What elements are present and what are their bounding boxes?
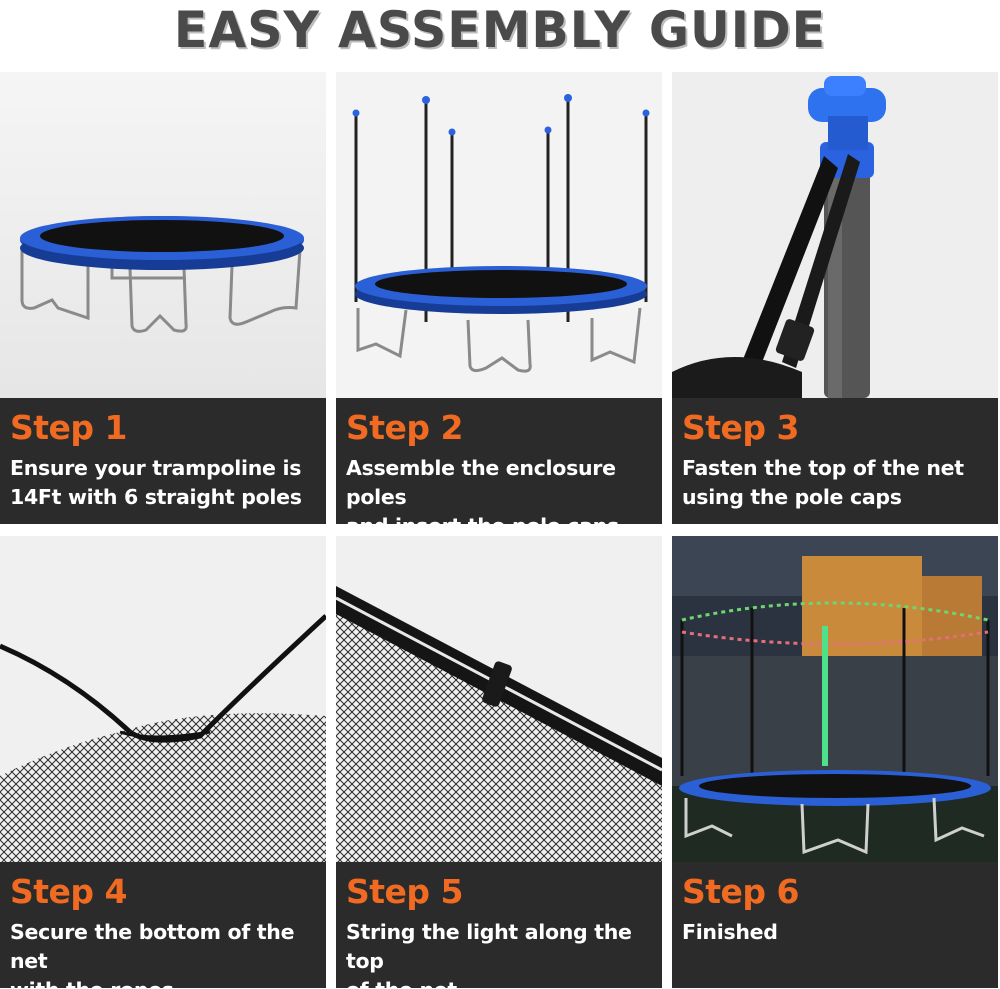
step-3-description: Fasten the top of the net using the pole… xyxy=(682,456,964,509)
step-3-label: Step 3 xyxy=(682,408,800,447)
trampoline-poles-image xyxy=(336,72,662,398)
pole-cap-image xyxy=(672,72,998,398)
trampoline-frame-image xyxy=(0,72,326,398)
step-6-caption: Step 6 Finished xyxy=(672,862,998,988)
step-5-caption: Step 5 String the light along the top of… xyxy=(336,862,662,988)
page-title: EASY ASSEMBLY GUIDE xyxy=(173,1,827,59)
step-4-panel: Step 4 Secure the bottom of the net with… xyxy=(0,536,326,988)
net-rope-image xyxy=(0,536,326,862)
step-4-description: Secure the bottom of the net with the ro… xyxy=(10,920,295,988)
step-1-description: Ensure your trampoline is 14Ft with 6 st… xyxy=(10,456,302,509)
step-5-panel: Step 5 String the light along the top of… xyxy=(336,536,662,988)
step-5-description: String the light along the top of the ne… xyxy=(346,920,632,988)
step-2-caption: Step 2 Assemble the enclosure poles and … xyxy=(336,398,662,524)
step-3-panel: Step 3 Fasten the top of the net using t… xyxy=(672,72,998,524)
step-4-label: Step 4 xyxy=(10,872,128,911)
step-1-label: Step 1 xyxy=(10,408,128,447)
step-2-panel: Step 2 Assemble the enclosure poles and … xyxy=(336,72,662,524)
light-string-image xyxy=(336,536,662,862)
step-6-panel: Step 6 Finished xyxy=(672,536,998,988)
step-1-panel: Step 1 Ensure your trampoline is 14Ft wi… xyxy=(0,72,326,524)
step-5-label: Step 5 xyxy=(346,872,464,911)
step-1-caption: Step 1 Ensure your trampoline is 14Ft wi… xyxy=(0,398,326,524)
step-2-label: Step 2 xyxy=(346,408,464,447)
step-3-caption: Step 3 Fasten the top of the net using t… xyxy=(672,398,998,524)
step-6-label: Step 6 xyxy=(682,872,800,911)
finished-trampoline-image xyxy=(672,536,998,862)
step-2-description: Assemble the enclosure poles and insert … xyxy=(346,456,619,524)
step-6-description: Finished xyxy=(682,920,778,944)
step-4-caption: Step 4 Secure the bottom of the net with… xyxy=(0,862,326,988)
